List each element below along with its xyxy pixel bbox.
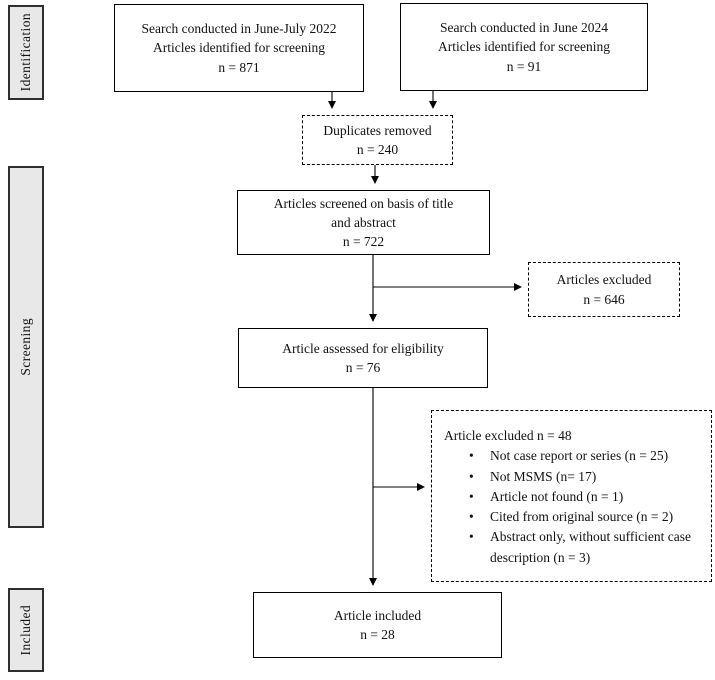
- box-article-assessed: Article assessed for eligibility n = 76: [238, 328, 488, 388]
- box-included-count: n = 28: [360, 627, 395, 642]
- box-search-2022-line2: Articles identified for screening: [152, 40, 326, 56]
- box-search-2022-count: n = 871: [218, 59, 260, 75]
- exclusion-reason-text: Abstract only, without sufficient case d…: [490, 529, 691, 565]
- exclusion-reason-item: • Article not found (n = 1): [444, 487, 623, 507]
- exclusion-reason-item: • Cited from original source (n = 2): [444, 507, 673, 527]
- bullet-icon: •: [469, 468, 474, 484]
- box-articles-screened: Articles screened on basis of title and …: [237, 190, 490, 255]
- exclusion-reasons-header: Article excluded n = 48: [444, 428, 572, 443]
- box-articles-excluded-count: n = 646: [583, 291, 625, 307]
- exclusion-reason-item: • Not MSMS (n= 17): [444, 467, 596, 487]
- box-duplicates-line1: Duplicates removed: [323, 122, 432, 138]
- exclusion-reason-text: Article not found (n = 1): [490, 488, 624, 504]
- box-duplicates-removed: Duplicates removed n = 240: [302, 115, 453, 165]
- bullet-icon: •: [469, 488, 474, 504]
- box-search-2024-count: n = 91: [506, 58, 542, 74]
- exclusion-reason-text: Not case report or series (n = 25): [490, 448, 669, 464]
- exclusion-reason-item: • Abstract only, without sufficient case…: [444, 527, 703, 568]
- box-screened-line1: Articles screened on basis of title: [273, 195, 454, 211]
- stage-label-included-text: Included: [18, 604, 33, 656]
- exclusion-reason-item: • Not case report or series (n = 25): [444, 446, 668, 466]
- box-article-included: Article included n = 28: [253, 592, 502, 658]
- box-search-2022-line1: Search conducted in June-July 2022: [141, 21, 337, 37]
- box-search-2024: Search conducted in June 2024 Articles i…: [400, 3, 648, 91]
- box-articles-excluded-line1: Articles excluded: [556, 272, 652, 288]
- box-included-line1: Article included: [333, 607, 422, 623]
- box-assessed-line1: Article assessed for eligibility: [282, 340, 444, 356]
- box-search-2024-line1: Search conducted in June 2024: [440, 20, 608, 36]
- stage-label-screening-text: Screening: [18, 318, 33, 376]
- bullet-icon: •: [469, 509, 474, 524]
- box-screened-count: n = 722: [342, 234, 385, 250]
- box-assessed-count: n = 76: [345, 360, 381, 375]
- box-search-2024-line2: Articles identified for screening: [437, 39, 611, 55]
- bullet-icon: •: [469, 448, 474, 464]
- exclusion-reason-text: Cited from original source (n = 2): [490, 509, 674, 524]
- stage-label-screening: Screening: [8, 166, 44, 528]
- box-duplicates-count: n = 240: [356, 142, 399, 157]
- box-articles-excluded: Articles excluded n = 646: [528, 262, 680, 317]
- bullet-icon: •: [469, 529, 474, 545]
- exclusion-reason-text: Not MSMS (n= 17): [490, 468, 597, 484]
- box-search-2022: Search conducted in June-July 2022 Artic…: [114, 4, 364, 92]
- stage-label-identification-text: Identification: [18, 13, 33, 92]
- box-article-excluded-reasons: Article excluded n = 48 • Not case repor…: [431, 410, 712, 582]
- stage-label-included: Included: [8, 588, 44, 672]
- box-screened-line2: and abstract: [331, 214, 396, 230]
- stage-label-identification: Identification: [8, 5, 44, 100]
